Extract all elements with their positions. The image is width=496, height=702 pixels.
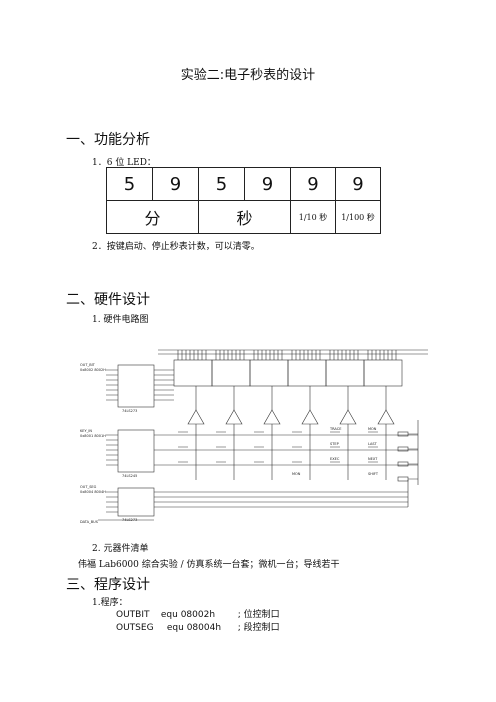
item-keys: 2．按键启动、停止秒表计数，可以清零。 — [92, 242, 260, 252]
unit-hundredth: 1/100 秒 — [335, 200, 381, 234]
section-heading-program: 三、程序设计 — [66, 577, 150, 593]
unit-seconds: 秒 — [198, 200, 291, 234]
label-key-trace: TRACE — [329, 427, 341, 431]
code-comment: ; 位控制口 — [237, 610, 280, 620]
item-parts: 2. 元器件清单 — [92, 544, 149, 554]
item-circuit: 1. 硬件电路图 — [92, 315, 149, 325]
code-op: equ 08004h — [166, 623, 222, 633]
code-op: equ 08002h — [160, 610, 216, 620]
label-outseg: OUT_SEG — [80, 485, 97, 489]
code-line: OUTSEG equ 08004h ; 段控制口 — [116, 620, 280, 633]
label-key-mon2: MON — [292, 472, 301, 476]
label-key-step: STEP — [330, 442, 339, 446]
code-line: OUTBIT equ 08002h ; 位控制口 — [116, 607, 280, 620]
unit-minutes: 分 — [106, 200, 199, 234]
item-program: 1.程序： — [92, 598, 128, 608]
label-chip3: 74LS273 — [122, 518, 137, 522]
label-keyin: KEY_IN — [80, 429, 92, 433]
label-outbit: OUT_BIT — [80, 363, 96, 367]
led-digit: 9 — [244, 167, 291, 201]
led-digit: 9 — [335, 167, 381, 201]
code-name: OUTBIT — [116, 610, 150, 620]
label-chip2: 74LS245 — [122, 474, 137, 478]
code-name: OUTSEG — [116, 623, 154, 633]
section-heading-function: 一、功能分析 — [66, 132, 150, 148]
circuit-diagram: OUT_BIT 0x8002 8002H KEY_IN 0x8001 8001H… — [80, 349, 428, 524]
label-key-exec: EXEC — [330, 457, 340, 461]
led-digit: 9 — [290, 167, 336, 201]
item-led: 1．6 位 LED： — [92, 158, 156, 168]
section-heading-hardware: 二、硬件设计 — [66, 292, 150, 308]
parts-list: 伟福 Lab6000 综合实验 / 仿真系统一台套；微机一台；导线若干 — [78, 560, 340, 570]
label-data-bus: DATA_BUS — [80, 520, 99, 524]
label-key-last: LAST — [368, 442, 378, 446]
label-key-mon: MON — [368, 427, 377, 431]
label-chip1: 74LS273 — [122, 409, 137, 413]
label-keyin-addr: 0x8001 8001H — [80, 434, 106, 438]
code-comment: ; 段控制口 — [237, 623, 280, 633]
led-digit: 9 — [152, 167, 199, 201]
label-outseg-addr: 0x8004 8004H — [80, 490, 106, 494]
led-table: 5 9 5 9 9 9 分 秒 1/10 秒 1/100 秒 — [106, 167, 381, 234]
label-outbit-addr: 0x8002 8002H — [80, 368, 106, 372]
label-key-next: NEXT — [368, 457, 378, 461]
label-key-shift: SHIFT — [368, 472, 379, 476]
page-title: 实验二:电子秒表的设计 — [180, 68, 316, 83]
unit-tenth: 1/10 秒 — [290, 200, 336, 234]
led-digit: 5 — [106, 167, 153, 201]
led-digit: 5 — [198, 167, 245, 201]
